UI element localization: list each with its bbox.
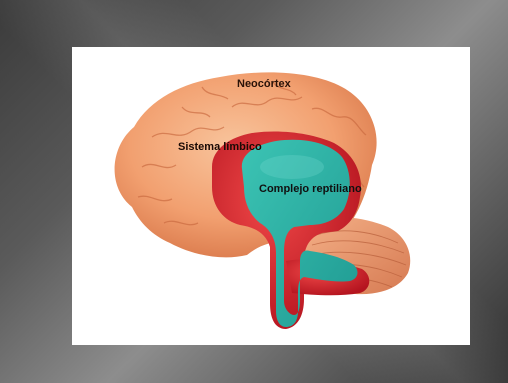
brain-illustration xyxy=(72,47,470,345)
limbic-system-label: Sistema límbico xyxy=(178,141,262,153)
reptilian-complex-label: Complejo reptiliano xyxy=(259,183,362,195)
reptilian-highlight xyxy=(260,155,324,179)
image-frame: Neocórtex Sistema límbico Complejo repti… xyxy=(72,47,470,345)
neocortex-label: Neocórtex xyxy=(237,78,291,90)
